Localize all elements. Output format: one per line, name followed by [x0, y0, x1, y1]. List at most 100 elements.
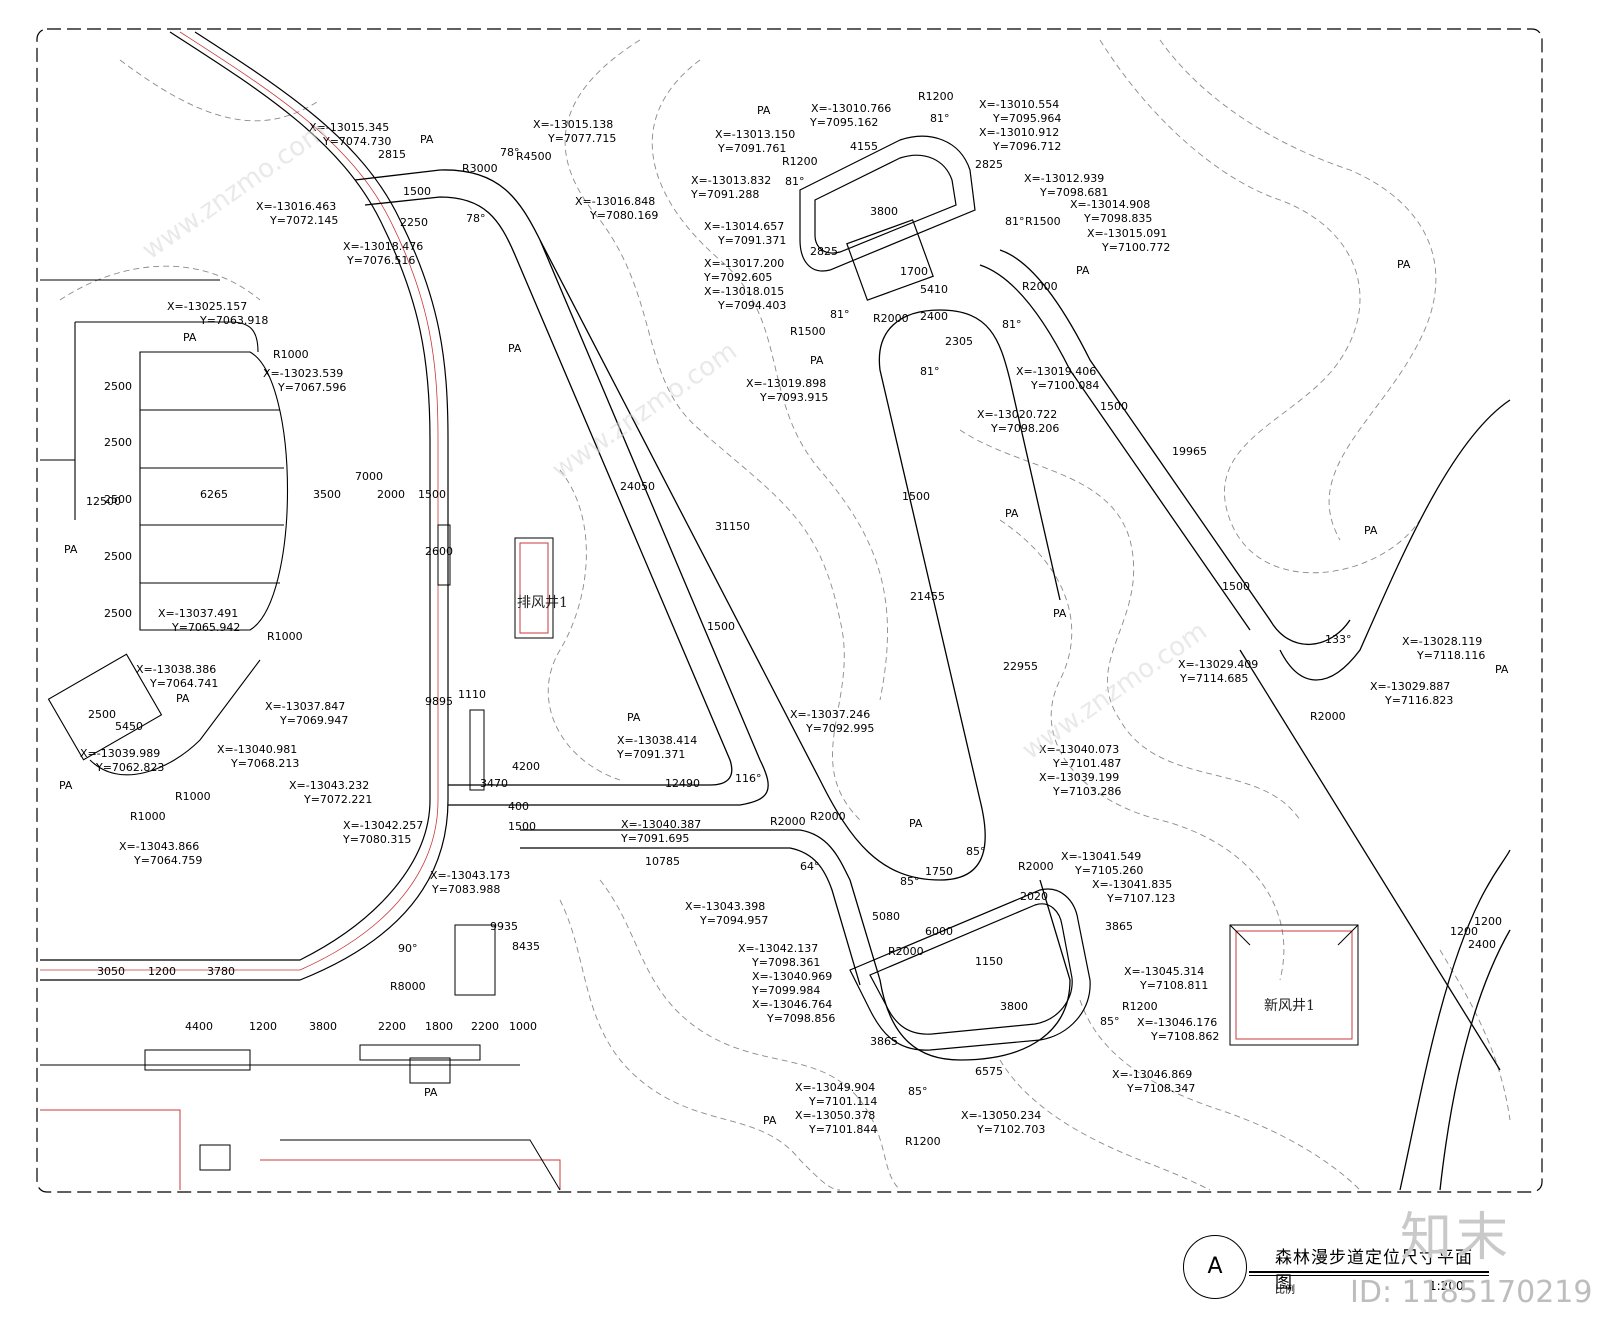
dim-label: 1500: [902, 490, 930, 503]
coord-x: X=-13019.406: [1016, 365, 1096, 378]
dim-label: 5080: [872, 910, 900, 923]
coord-y: Y=7091.695: [620, 832, 689, 845]
pa-label: PA: [627, 711, 641, 724]
coord-x: X=-13050.378: [795, 1109, 875, 1122]
coord-x: X=-13014.908: [1070, 198, 1150, 211]
watermark-url: www.znzmo.com: [1017, 616, 1213, 766]
viewing-platform-bottom: [849, 888, 1091, 1051]
coord-x: X=-13038.386: [136, 663, 216, 676]
dim-label: 22955: [1003, 660, 1038, 673]
coord-y: Y=7100.084: [1030, 379, 1099, 392]
coord-y: Y=7094.403: [717, 299, 786, 312]
dim-label: 3500: [313, 488, 341, 501]
dim-label: R1500: [1025, 215, 1061, 228]
dim-label: 2500: [88, 708, 116, 721]
coord-x: X=-13040.073: [1039, 743, 1119, 756]
title-block: A 森林漫步道定位尺寸平面图 比例 1:200: [1183, 1235, 1489, 1315]
coord-x: X=-13049.904: [795, 1081, 875, 1094]
pa-label: PA: [1053, 607, 1067, 620]
dim-label: 85°: [908, 1085, 928, 1098]
dim-label: R1500: [790, 325, 826, 338]
coord-x: X=-13040.387: [621, 818, 701, 831]
pa-label: PA: [59, 779, 73, 792]
dim-label: 3865: [1105, 920, 1133, 933]
dim-label: R1200: [918, 90, 954, 103]
coord-x: X=-13039.199: [1039, 771, 1119, 784]
dim-label: 10785: [645, 855, 680, 868]
dim-label: 21455: [910, 590, 945, 603]
pa-label: PA: [1364, 524, 1378, 537]
coord-y: Y=7100.772: [1101, 241, 1170, 254]
coord-y: Y=7092.605: [703, 271, 772, 284]
coord-x: X=-13016.463: [256, 200, 336, 213]
dim-label: 2500: [104, 493, 132, 506]
site-furniture: [437, 524, 496, 996]
viewing-platform-top: [799, 135, 976, 301]
bottom-buildings: [40, 1044, 561, 1191]
scale-value: 1:200: [1429, 1279, 1464, 1293]
coord-y: Y=7095.162: [809, 116, 878, 129]
coord-y: Y=7091.761: [717, 142, 786, 155]
dim-label: R2000: [1022, 280, 1058, 293]
coord-x: X=-13045.314: [1124, 965, 1204, 978]
coord-y: Y=7102.703: [976, 1123, 1045, 1136]
dim-label: R4500: [516, 150, 552, 163]
coord-x: X=-13029.887: [1370, 680, 1450, 693]
dim-label: 2500: [104, 550, 132, 563]
dim-label: 85°: [900, 875, 920, 888]
coord-x: X=-13046.764: [752, 998, 832, 1011]
coord-x: X=-13046.176: [1137, 1016, 1217, 1029]
coord-x: X=-13014.657: [704, 220, 784, 233]
forest-walkway: [354, 169, 1511, 1191]
dim-label: 5410: [920, 283, 948, 296]
coord-y: Y=7064.741: [149, 677, 218, 690]
coord-x: X=-13017.200: [704, 257, 784, 270]
coord-x: X=-13023.539: [263, 367, 343, 380]
dim-label: 116°: [735, 772, 762, 785]
coord-y: Y=7083.988: [431, 883, 500, 896]
coord-y: Y=7108.811: [1139, 979, 1208, 992]
coord-y: Y=7116.823: [1384, 694, 1453, 707]
pa-label: PA: [424, 1086, 438, 1099]
dim-label: 78°: [466, 212, 486, 225]
coord-y: Y=7101.844: [808, 1123, 877, 1136]
dim-label: 1800: [425, 1020, 453, 1033]
dim-label: 85°: [966, 845, 986, 858]
dim-label: 6265: [200, 488, 228, 501]
coord-y: Y=7098.361: [751, 956, 820, 969]
coord-y: Y=7105.260: [1074, 864, 1143, 877]
coord-y: Y=7118.116: [1416, 649, 1485, 662]
drawing-title: 森林漫步道定位尺寸平面图: [1275, 1248, 1473, 1293]
coord-y: Y=7093.915: [759, 391, 828, 404]
new-vent-shaft-1: [1229, 924, 1359, 1046]
pa-label: PA: [1397, 258, 1411, 271]
coord-y: Y=7072.145: [269, 214, 338, 227]
dim-label: 1200: [1474, 915, 1502, 928]
pa-label: PA: [508, 342, 522, 355]
dim-label: 2200: [471, 1020, 499, 1033]
coord-y: Y=7091.288: [690, 188, 759, 201]
dim-label: 5450: [115, 720, 143, 733]
kiosk-structure: [47, 653, 261, 776]
coord-y: Y=7076.516: [346, 254, 415, 267]
dim-label: 31150: [715, 520, 750, 533]
vent-shaft-1-label: 排风井1: [517, 595, 568, 611]
watermark-id: ID: 1185170219: [1350, 1275, 1593, 1310]
coord-x: X=-13041.549: [1061, 850, 1141, 863]
dim-label: 8435: [512, 940, 540, 953]
coord-y: Y=7065.942: [171, 621, 240, 634]
dim-label: 3470: [480, 777, 508, 790]
dim-label: 19965: [1172, 445, 1207, 458]
coord-y: Y=7108.347: [1126, 1082, 1195, 1095]
coord-x: X=-13050.234: [961, 1109, 1041, 1122]
dim-label: 81°: [785, 175, 805, 188]
dim-label: 2400: [920, 310, 948, 323]
dim-label: 90°: [398, 942, 418, 955]
dim-label: 7000: [355, 470, 383, 483]
section-mark: A: [1183, 1235, 1247, 1299]
dim-label: 4200: [512, 760, 540, 773]
coord-y: Y=7091.371: [717, 234, 786, 247]
dim-label: R2000: [770, 815, 806, 828]
dim-label: 1000: [509, 1020, 537, 1033]
dim-label: 1500: [508, 820, 536, 833]
